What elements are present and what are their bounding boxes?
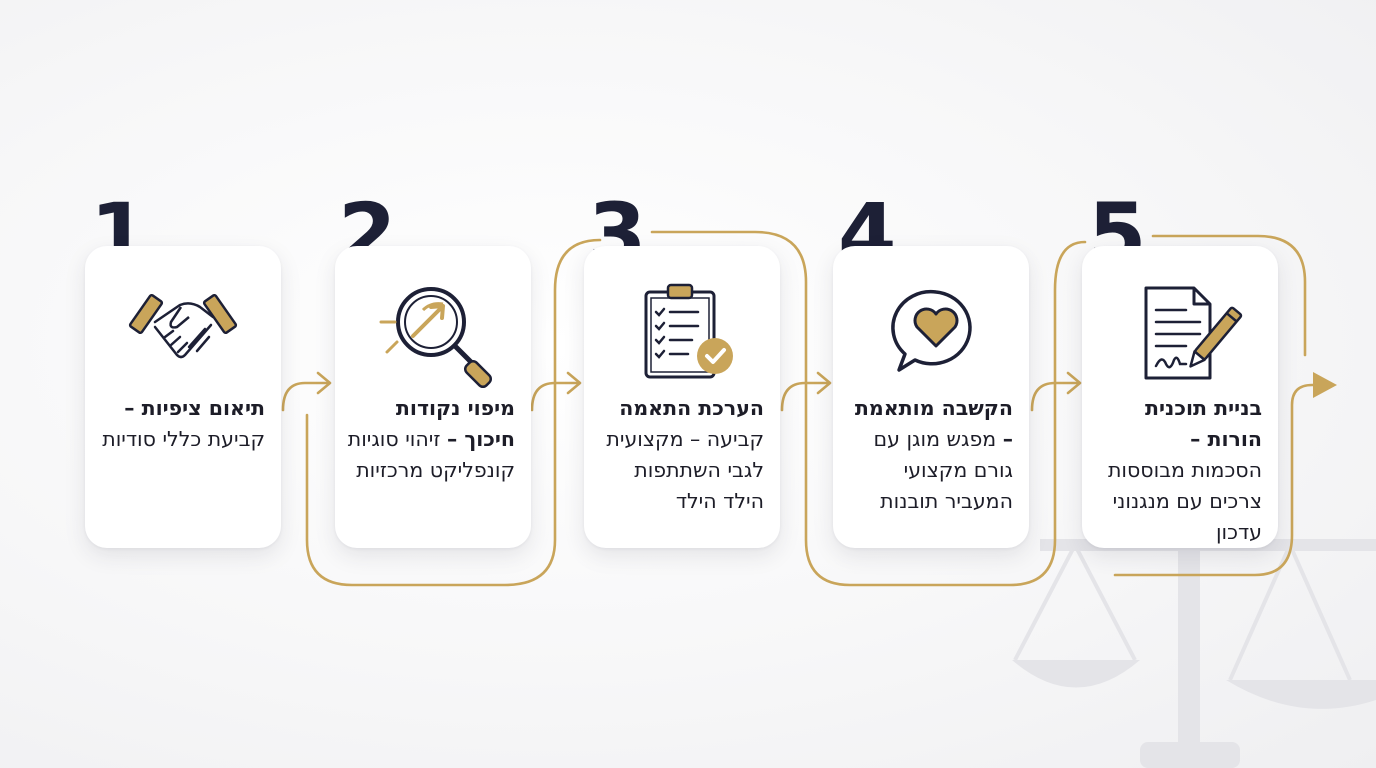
step-title-3: הערכת התאמה [619, 396, 764, 420]
step-card-4: הקשבה מותאמת – מפגש מוגן עם גורם מקצועי … [833, 246, 1029, 548]
step-card-1: תיאום ציפיות – קביעת כללי סודיות [85, 246, 281, 548]
magnifier-icon [379, 287, 493, 389]
heart-chat-icon [891, 289, 972, 372]
signed-document-icon [1144, 286, 1243, 380]
clipboard-check-icon [644, 283, 733, 379]
step-title-2: מיפוי נקודות חיכוך – [395, 396, 515, 451]
step-description-2: זיהוי סוגיות קונפליקט מרכזיות [347, 427, 515, 482]
step-description-4: מפגש מוגן עם גורם מקצועי המעביר תובנות [873, 427, 1014, 513]
step-description-3: קביעה – מקצועית לגבי השתתפות הילד הילד [606, 427, 764, 513]
step-title-1: תיאום ציפיות – [124, 396, 265, 420]
handshake-icon [128, 293, 238, 359]
step-card-3: הערכת התאמה קביעה – מקצועית לגבי השתתפות… [584, 246, 780, 548]
step-title-4: הקשבה מותאמת – [854, 396, 1013, 451]
step-description-1: קביעת כללי סודיות [102, 427, 265, 451]
step-description-5: הסכמות מבוססות צרכים עם מנגנוני עדכון [1107, 458, 1262, 544]
step-card-2: מיפוי נקודות חיכוך – זיהוי סוגיות קונפלי… [335, 246, 531, 548]
step-title-5: בניית תוכנית הורות – [1145, 396, 1262, 451]
step-card-5: בניית תוכנית הורות – הסכמות מבוססות צרכי… [1082, 246, 1278, 548]
